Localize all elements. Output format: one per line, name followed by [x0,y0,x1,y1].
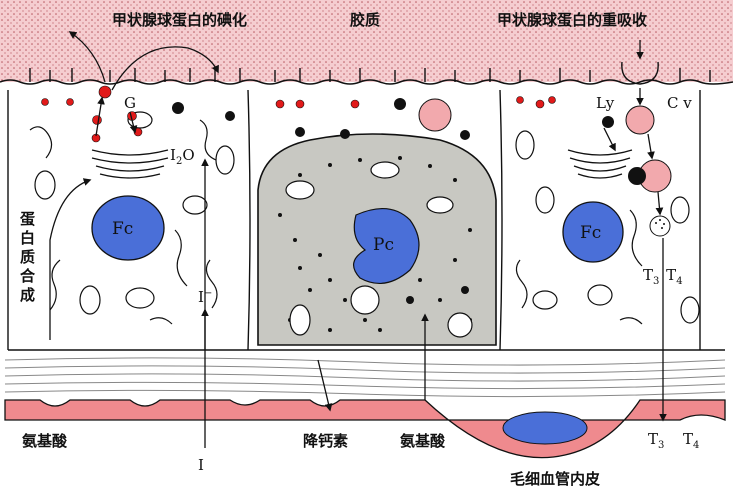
label-i2o: I2O [170,146,195,167]
label-iodide: I− [198,288,212,306]
microvilli [29,68,711,82]
connective-tissue [4,357,726,398]
label-t4-blood: T4 [683,430,699,451]
label-lysosome: Ly [596,94,615,112]
parafollicular-nucleus [353,208,420,285]
label-t3-t4-cell: T3 T4 [643,266,683,288]
label-pc: Pc [373,235,394,255]
er-right [515,209,643,325]
label-colloid-vesicle: C v [667,94,692,112]
reabsorption-pit [621,61,659,85]
golgi-right [567,149,633,179]
er-left [29,119,218,325]
apical-granules-middle [275,98,545,140]
label-fc-right: Fc [580,223,601,243]
label-colloid: 胶质 [350,11,380,29]
pathway-arrows [49,31,667,448]
label-reabsorption: 甲状腺球蛋白的重吸收 [497,11,647,29]
lysosome [602,116,614,128]
label-t3-blood: T3 [648,430,664,451]
capillary-endothelium [4,399,726,459]
label-protein-synthesis: 蛋 白 质 合 成 [19,210,40,304]
golgi-left [91,149,169,179]
digested-vesicle [649,215,671,237]
colloid-region [0,0,733,85]
mitochondria-left [34,111,235,315]
parafollicular-cell [257,133,497,346]
right-follicular-cell [515,61,700,325]
label-golgi: G [124,94,136,112]
label-amino-acid-mid: 氨基酸 [400,432,446,450]
label-fc-left: Fc [112,219,133,239]
left-follicular-nucleus [91,195,165,261]
endothelial-nucleus [502,411,588,445]
colloid-droplet-pink [625,105,655,135]
left-follicular-cell [29,85,235,325]
secretory-granules [278,156,472,332]
labels: 甲状腺球蛋白的碘化 胶质 甲状腺球蛋白的重吸收 G Ly C v I2O I− … [19,11,699,488]
right-follicular-nucleus [562,201,624,263]
label-endothelium: 毛细血管内皮 [510,470,600,488]
mitochondria-pc [285,161,473,338]
black-granule-left [172,102,184,114]
mitochondria-right [515,130,700,324]
label-calcitonin: 降钙素 [303,432,348,450]
label-iodination: 甲状腺球蛋白的碘化 [112,11,247,29]
label-amino-acid-left: 氨基酸 [22,432,68,450]
label-iodine-blood: I [198,456,204,474]
cell-boundaries [7,89,725,351]
